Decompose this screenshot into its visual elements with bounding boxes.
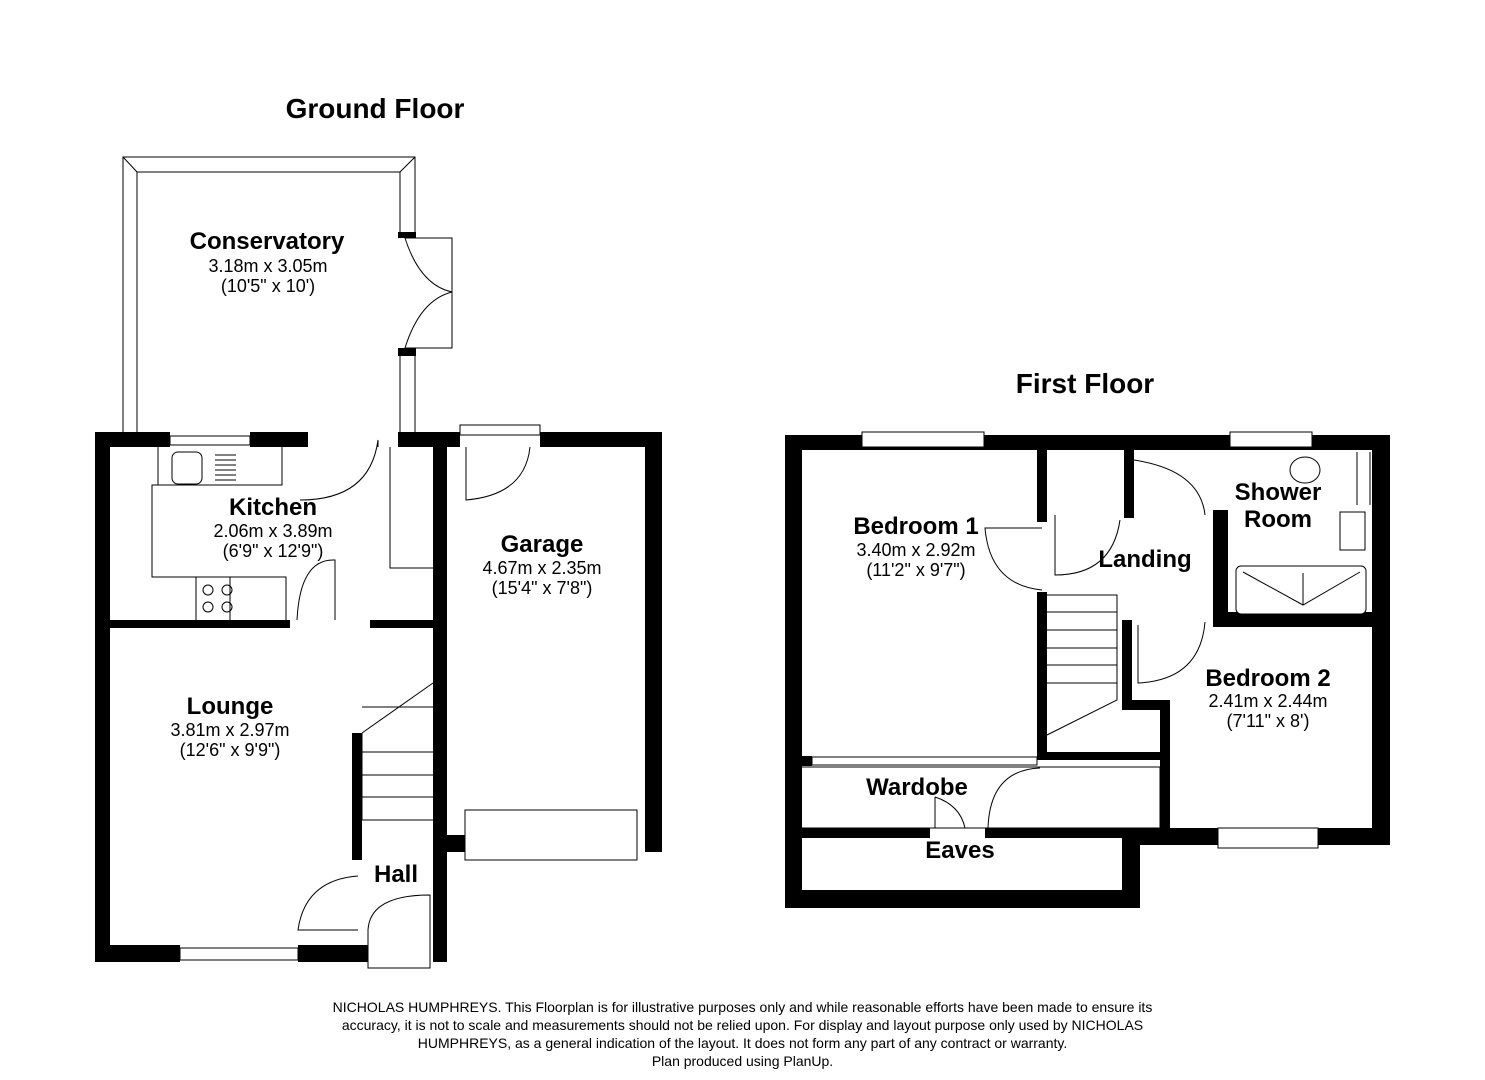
room-dim-metric: 3.81m x 2.97m	[170, 720, 289, 740]
room-dim-metric: 3.40m x 2.92m	[856, 540, 975, 560]
room-dim-metric: 3.18m x 3.05m	[208, 256, 327, 276]
disclaimer-line: accuracy, it is not to scale and measure…	[341, 1017, 1144, 1033]
room-name-conservatory: Conservatory	[190, 228, 345, 255]
ground-floor-title: Ground Floor	[286, 93, 465, 124]
room-name-hall: Hall	[374, 861, 418, 888]
sink-icon	[171, 451, 203, 485]
room-name-shower-room: Shower	[1235, 479, 1322, 506]
kitchen-units	[151, 447, 433, 620]
first-floor-plan: First Floor	[785, 368, 1390, 908]
room-dim-metric: 4.67m x 2.35m	[482, 558, 601, 578]
staircase	[361, 682, 434, 821]
room-name-bedroom1: Bedroom 1	[853, 513, 978, 540]
basin-icon	[1339, 511, 1366, 551]
room-dim-metric: 2.06m x 3.89m	[213, 521, 332, 541]
room-dim-imperial: (15'4" x 7'8")	[492, 578, 593, 598]
room-dim-imperial: (10'5" x 10')	[221, 276, 315, 296]
room-name-shower-room: Room	[1244, 506, 1312, 533]
room-name-garage: Garage	[501, 531, 584, 558]
room-dim-imperial: (12'6" x 9'9")	[180, 740, 281, 760]
room-dim-imperial: (6'9" x 12'9")	[223, 541, 324, 561]
disclaimer-line: Plan produced using PlanUp.	[651, 1053, 834, 1069]
room-dim-metric: 2.41m x 2.44m	[1208, 691, 1327, 711]
shower-tray-icon	[1235, 565, 1367, 615]
drainer-icon	[215, 454, 236, 481]
room-name-bedroom2: Bedroom 2	[1205, 665, 1330, 692]
doors	[802, 459, 1206, 829]
toilet-icon	[1289, 456, 1321, 484]
conservatory-frame	[122, 156, 416, 440]
room-name-kitchen: Kitchen	[229, 494, 317, 521]
disclaimer: NICHOLAS HUMPHREYS. This Floorplan is fo…	[240, 998, 1245, 1070]
room-name-wardrobe: Wardobe	[866, 774, 968, 801]
room-dim-imperial: (7'11" x 8')	[1227, 711, 1310, 731]
ground-floor-plan: Ground Floor	[95, 93, 662, 969]
garage-door	[464, 809, 638, 861]
doors	[296, 439, 531, 969]
bathroom-fixtures	[1235, 452, 1371, 615]
conservatory-door	[404, 237, 453, 349]
windows	[169, 424, 541, 961]
disclaimer-line: NICHOLAS HUMPHREYS. This Floorplan is fo…	[332, 999, 1153, 1015]
room-name-lounge: Lounge	[187, 693, 274, 720]
room-name-eaves: Eaves	[925, 837, 994, 864]
first-floor-title: First Floor	[1016, 368, 1155, 399]
staircase	[1046, 594, 1118, 736]
room-dim-imperial: (11'2" x 9'7")	[866, 560, 965, 580]
disclaimer-line: HUMPHREYS, as a general indication of th…	[417, 1035, 1068, 1051]
hob-icon	[202, 584, 233, 613]
ground-floor-walls	[95, 432, 662, 962]
windows	[811, 431, 1319, 849]
room-name-landing: Landing	[1098, 546, 1191, 573]
